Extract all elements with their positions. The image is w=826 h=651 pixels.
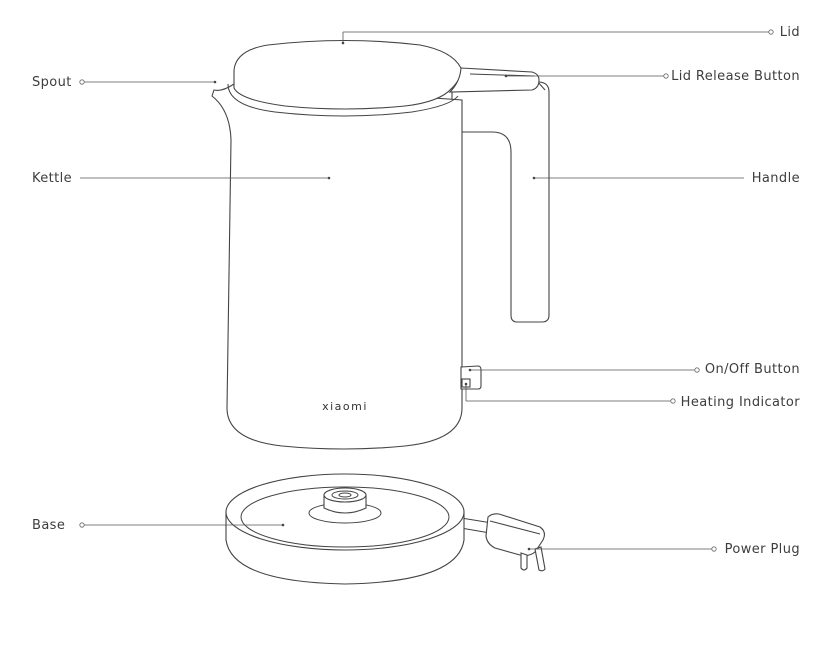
kettle-body <box>211 83 463 450</box>
label-power-plug: Power Plug <box>725 542 800 557</box>
callouts: Lid Lid Release Button Spout Kettle Hand… <box>32 25 800 557</box>
kettle-lid <box>233 39 462 110</box>
label-kettle: Kettle <box>32 171 72 186</box>
label-on-off-button: On/Off Button <box>705 362 800 377</box>
label-lid: Lid <box>780 25 800 40</box>
label-handle: Handle <box>752 171 800 186</box>
label-heating-indicator: Heating Indicator <box>681 395 801 410</box>
kettle-handle <box>451 81 550 323</box>
lid-release-button <box>448 67 540 93</box>
label-spout: Spout <box>32 75 72 90</box>
base-illustration <box>225 473 546 585</box>
kettle-illustration: xiaomi <box>211 39 550 450</box>
brand-logo: xiaomi <box>322 400 368 413</box>
power-plug <box>485 513 546 572</box>
label-base: Base <box>32 518 65 533</box>
label-lid-release-button: Lid Release Button <box>671 69 800 84</box>
